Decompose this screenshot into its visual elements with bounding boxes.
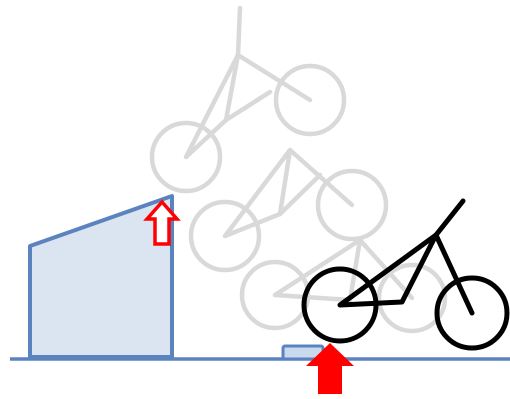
up-arrow-outline-icon (143, 199, 181, 246)
ghost-bike-trail (149, 5, 448, 334)
up-arrow-solid-icon (306, 343, 354, 394)
ghost-mid-frame (222, 147, 293, 239)
ghost-bike-top (149, 5, 347, 194)
ghost-mid-front-wheel (315, 168, 389, 242)
bike-frame (337, 232, 439, 308)
ghost-mid-rear-wheel (188, 199, 262, 273)
ghost-bike-middle (188, 147, 389, 273)
ghost-top-stem (235, 5, 243, 58)
ghost-mid-fork (287, 147, 355, 208)
ghost-top-rear-wheel (149, 120, 223, 194)
ghost-top-frame (183, 52, 241, 160)
ghost-mid-down (277, 172, 323, 217)
front-wheel (434, 275, 510, 351)
bicycle-icon (301, 198, 510, 351)
ghost-top-front-wheel (273, 63, 347, 137)
bike-fork (433, 232, 475, 316)
ghost-top-down (223, 89, 273, 123)
ghost-top-fork (235, 52, 313, 103)
bike-handlebar (433, 198, 466, 238)
obstacle-step (28, 194, 174, 359)
ghost-low-front-wheel (376, 262, 448, 334)
